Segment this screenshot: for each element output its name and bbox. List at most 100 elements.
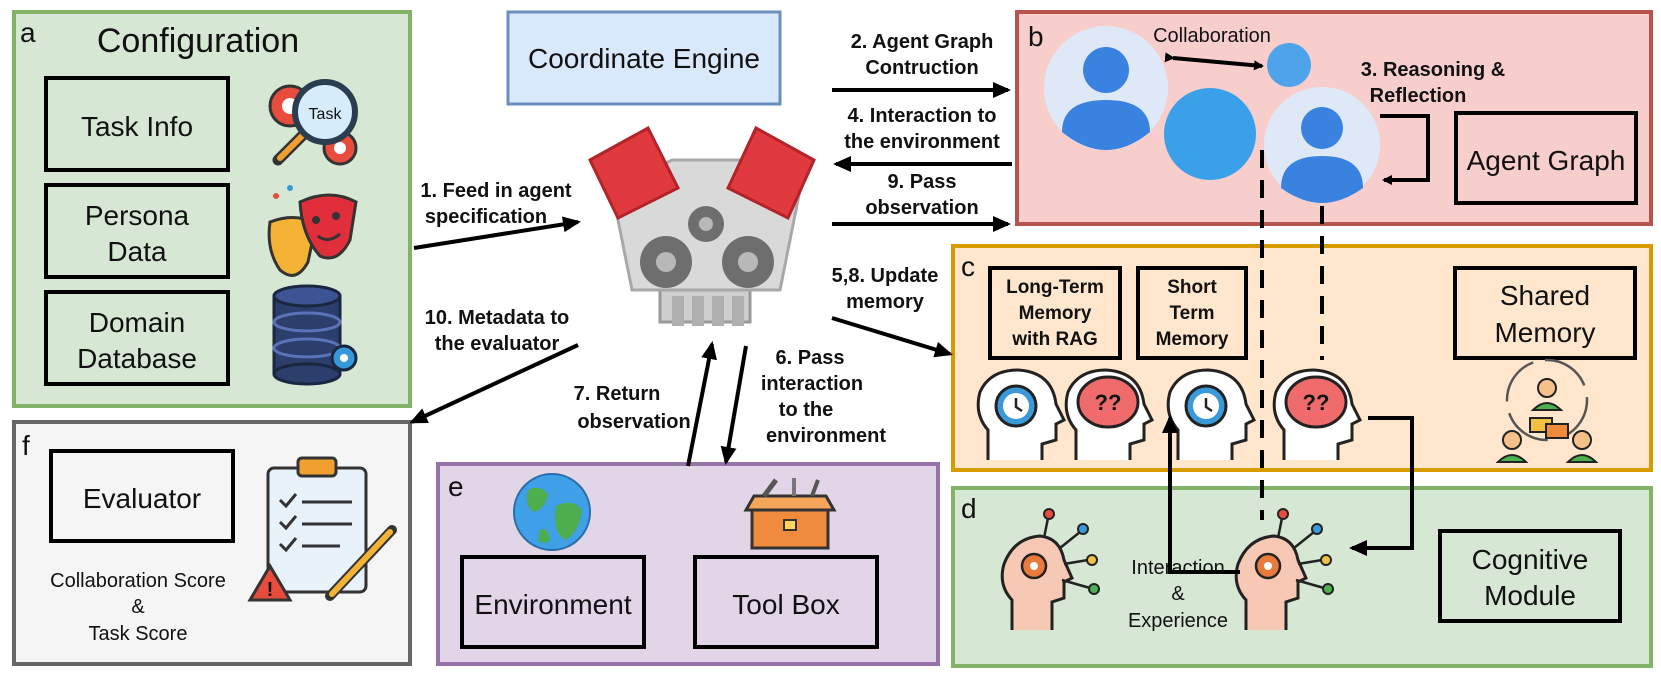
- environment-box: [460, 555, 646, 649]
- head-brain-question-icon-short: ??: [1272, 368, 1363, 460]
- long-term-label-1: Long-Term: [1006, 277, 1104, 298]
- arrow-update-memory: [831, 316, 953, 358]
- head-brain-question-icon: ??: [1064, 368, 1155, 460]
- step7-label-2: observation: [577, 411, 690, 433]
- agent-node-medium: [1164, 88, 1256, 180]
- panel-agent-graph: b Collaboration 3. Reasoning & Reflectio…: [1015, 10, 1653, 226]
- toolbox-box: [693, 555, 879, 649]
- shared-memory-label-2: Memory: [1494, 317, 1595, 348]
- short-term-memory-box: [1136, 266, 1248, 360]
- step58-label-2: memory: [846, 291, 925, 313]
- shared-memory-label-1: Shared: [1500, 280, 1590, 311]
- engine-icon: [588, 125, 816, 326]
- step2-label-2: Contruction: [865, 57, 978, 79]
- short-term-label-2: Term: [1169, 303, 1214, 324]
- panel-letter-c: c: [961, 251, 975, 282]
- agent-graph-box: [1454, 111, 1638, 205]
- task-info-label: Task Info: [81, 111, 193, 142]
- agent-avatar-large: [1044, 26, 1168, 150]
- step1-label-2: specification: [425, 206, 547, 228]
- task-info-box: [44, 76, 230, 172]
- short-term-label-3: Memory: [1156, 329, 1229, 350]
- scores-label-2: &: [131, 596, 145, 618]
- database-icon: [272, 284, 358, 386]
- reasoning-label-2: Reflection: [1370, 85, 1467, 107]
- environment-label: Environment: [474, 589, 631, 620]
- ai-head-icon-left: [1000, 508, 1100, 630]
- arrow-pass-interaction: [720, 345, 748, 465]
- flow-arrows: [409, 82, 1012, 467]
- cognitive-label-1: Cognitive: [1472, 544, 1589, 575]
- scores-label-1: Collaboration Score: [50, 570, 226, 592]
- coordinate-engine-label: Coordinate Engine: [528, 43, 760, 74]
- panel-letter-d: d: [961, 493, 977, 524]
- svg-text:??: ??: [1303, 390, 1330, 415]
- arrow-metadata-evaluator: [409, 343, 579, 424]
- arrow-feed-spec: [413, 216, 581, 250]
- toolbox-label: Tool Box: [732, 589, 839, 620]
- panel-letter-f: f: [22, 430, 30, 461]
- step2-label-1: 2. Agent Graph: [851, 31, 994, 53]
- persona-data-label-1: Persona: [85, 200, 190, 231]
- interaction-label-1: Interaction: [1131, 557, 1224, 579]
- step7-label-1: 7. Return: [574, 383, 661, 405]
- agent-node-small: [1267, 43, 1311, 87]
- domain-database-box: [44, 290, 230, 386]
- domain-database-label-1: Domain: [89, 307, 185, 338]
- panel-letter-e: e: [448, 471, 464, 502]
- cognitive-to-memory-arrow: [1162, 415, 1240, 574]
- head-clock-icon: [976, 368, 1067, 460]
- step6-label-3: to the: [779, 399, 833, 421]
- ai-head-icon-right: [1234, 508, 1334, 630]
- step6-label-1: 6. Pass: [776, 347, 845, 369]
- svg-text:!: !: [267, 579, 274, 601]
- step-labels: 1. Feed in agent specification 2. Agent …: [420, 31, 1000, 447]
- task-search-icon: Task: [268, 79, 358, 166]
- scores-label-3: Task Score: [89, 623, 188, 645]
- panel-letter-a: a: [20, 17, 36, 48]
- long-term-memory-box: [988, 266, 1122, 360]
- step4-label-1: 4. Interaction to: [848, 105, 997, 127]
- configuration-title: Configuration: [97, 22, 299, 60]
- panel-environment: e Environment Tool Box: [436, 462, 940, 666]
- toolbox-icon: [743, 478, 837, 550]
- svg-text:??: ??: [1095, 390, 1122, 415]
- agent-avatar-right: [1264, 87, 1380, 203]
- globe-icon: [513, 473, 591, 551]
- team-chat-icon: [1495, 358, 1599, 463]
- step1-label-1: 1. Feed in agent: [420, 180, 571, 202]
- collaboration-arrow: [1164, 52, 1264, 71]
- panel-cognitive-module: d Interaction & Experience Cognitive Mod…: [951, 486, 1653, 668]
- evaluator-box: [49, 449, 235, 543]
- head-clock-icon-short: [1166, 368, 1257, 460]
- panel-evaluator: f Evaluator Collaboration Score & Task S…: [12, 420, 412, 666]
- domain-database-label-2: Database: [77, 343, 197, 374]
- theatre-masks-icon: [267, 185, 358, 277]
- cognitive-label-2: Module: [1484, 580, 1576, 611]
- panel-configuration: a Configuration Task Info Persona Data D…: [12, 10, 412, 408]
- step10-label-2: the evaluator: [435, 333, 560, 355]
- agent-graph-label: Agent Graph: [1467, 145, 1626, 176]
- persona-data-label-2: Data: [107, 236, 167, 267]
- evaluator-label: Evaluator: [83, 483, 201, 514]
- long-term-label-2: Memory: [1019, 303, 1092, 324]
- panel-memory: c Long-Term Memory with RAG Short Term M…: [951, 244, 1653, 472]
- cognitive-module-box: [1438, 529, 1622, 623]
- short-term-label-1: Short: [1167, 277, 1217, 298]
- coordinate-engine: Coordinate Engine: [506, 10, 782, 106]
- interaction-label-2: &: [1171, 583, 1185, 605]
- long-term-label-3: with RAG: [1011, 329, 1098, 350]
- reflection-arrow: [1380, 114, 1430, 185]
- step9-label-2: observation: [865, 197, 978, 219]
- reasoning-label-1: 3. Reasoning &: [1361, 59, 1505, 81]
- collaboration-label: Collaboration: [1153, 25, 1271, 47]
- task-tag: Task: [309, 106, 343, 123]
- persona-data-box: [44, 183, 230, 279]
- shared-memory-box: [1453, 266, 1637, 360]
- interaction-label-3: Experience: [1128, 610, 1228, 632]
- step6-label-4: environment: [766, 425, 886, 447]
- step9-label-1: 9. Pass: [888, 171, 957, 193]
- memory-to-cognitive-arrow: [1349, 416, 1414, 556]
- step4-label-2: the environment: [844, 131, 1000, 153]
